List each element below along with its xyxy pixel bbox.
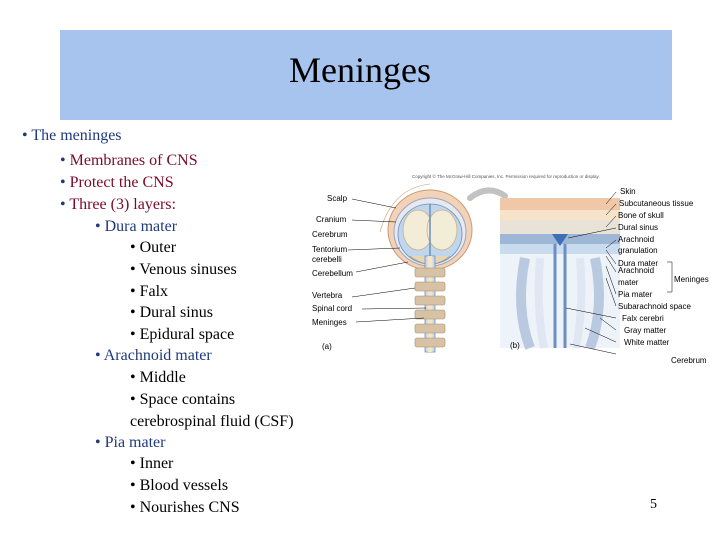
bullet-icon: • — [130, 283, 136, 300]
label-meninges: Meninges — [312, 318, 347, 327]
label-white-matter: White matter — [624, 338, 670, 347]
bullet-item: • Blood vessels — [130, 478, 228, 494]
bullet-icon: • — [130, 326, 136, 343]
bullet-icon: • — [95, 434, 101, 451]
bullet-text: Blood vessels — [139, 477, 229, 494]
bullet-text: Dural sinus — [139, 304, 213, 321]
bullet-item: • Nourishes CNS — [130, 500, 240, 516]
label-cerebrum-right: Cerebrum — [671, 356, 707, 365]
label-mater: mater — [618, 278, 639, 287]
bullet-item: • Dura mater — [95, 219, 177, 235]
copyright-notice: Copyright © The McGraw-Hill Companies, I… — [412, 174, 600, 179]
bullet-item: • Dural sinus — [130, 305, 213, 321]
slide-title: Meninges — [289, 50, 431, 90]
bullet-icon: • — [130, 261, 136, 278]
bullet-text: Space contains — [139, 391, 236, 408]
bullet-text: Pia mater — [104, 434, 166, 451]
bullet-item: • Epidural space — [130, 327, 234, 343]
bullet-item: • Pia mater — [95, 435, 165, 451]
bullet-text: Inner — [139, 455, 174, 472]
bullet-icon: • — [130, 499, 136, 516]
bullet-icon: • — [130, 304, 136, 321]
bullet-icon: • — [130, 391, 136, 408]
label-granulation: granulation — [618, 246, 658, 255]
bullet-icon: • — [130, 239, 136, 256]
label-cerebellum: Cerebellum — [312, 269, 353, 278]
label-subcutaneous-tissue: Subcutaneous tissue — [619, 199, 694, 208]
bullet-icon: • — [95, 218, 101, 235]
bullet-icon: • — [60, 152, 66, 169]
bullet-text: Arachnoid mater — [103, 347, 212, 364]
label-skin: Skin — [620, 187, 636, 196]
bullet-text: Protect the CNS — [69, 174, 174, 191]
bullet-item: • Falx — [130, 284, 168, 300]
bullet-item: • Three (3) layers: — [60, 197, 176, 213]
bullet-icon: • — [130, 369, 136, 386]
bullet-icon: • — [130, 477, 136, 494]
meninges-illustration — [347, 183, 673, 355]
title-banner — [60, 30, 672, 120]
bullet-text: Middle — [139, 369, 186, 386]
label-falx-cerebri: Falx cerebri — [622, 314, 664, 323]
bullet-icon: • — [60, 174, 66, 191]
label-arachnoid-mater: Arachnoid — [618, 266, 655, 275]
label-scalp: Scalp — [327, 194, 348, 203]
label-cerebelli: cerebelli — [312, 255, 342, 264]
zoom-arrow — [467, 187, 508, 201]
page-number: 5 — [650, 497, 657, 512]
bullet-icon: • — [60, 196, 66, 213]
right-leader-lines — [565, 191, 673, 355]
bullet-text: Dura mater — [104, 218, 178, 235]
label-dural-sinus: Dural sinus — [618, 223, 659, 232]
bullet-text: Membranes of CNS — [69, 152, 198, 169]
label-pia-mater: Pia mater — [618, 290, 653, 299]
left-leader-lines — [347, 198, 427, 323]
panel-b-label: (b) — [510, 341, 520, 350]
bullet-item: • Space contains — [130, 392, 235, 408]
bullet-item: • Outer — [130, 240, 176, 256]
bullet-text: Outer — [139, 239, 177, 256]
bullet-icon: • — [130, 455, 136, 472]
bullet-text: Venous sinuses — [139, 261, 237, 278]
bullet-item: • Arachnoid mater — [95, 348, 212, 364]
label-gray-matter: Gray matter — [624, 326, 667, 335]
label-vertebra: Vertebra — [312, 291, 343, 300]
label-bone-of-skull: Bone of skull — [618, 211, 664, 220]
bullet-item: • Membranes of CNS — [60, 153, 198, 169]
bullet-text: The meninges — [31, 127, 122, 144]
label-tentorium: Tentorium — [312, 245, 348, 254]
bullet-text: Epidural space — [139, 326, 235, 343]
meninges-detail-image — [500, 198, 620, 350]
meninges-figure: Copyright © The McGraw-Hill Companies, I… — [300, 168, 720, 378]
bullet-text: Nourishes CNS — [139, 499, 240, 516]
label-cranium: Cranium — [316, 215, 347, 224]
bullet-text: Three (3) layers: — [69, 196, 176, 213]
bullet-icon: • — [22, 127, 28, 144]
bullet-item: • Venous sinuses — [130, 262, 237, 278]
label-cerebrum: Cerebrum — [312, 230, 348, 239]
bullet-item: • The meninges — [22, 128, 122, 144]
label-meninges-brace: Meninges — [674, 275, 709, 284]
bullet-continuation: cerebrospinal fluid (CSF) — [130, 414, 294, 430]
bullet-item: • Inner — [130, 456, 173, 472]
bullet-text: cerebrospinal fluid (CSF) — [130, 413, 294, 430]
bullet-item: • Protect the CNS — [60, 175, 174, 191]
head-section-image — [379, 183, 473, 353]
label-dura-mater: Dura mater — [618, 259, 659, 268]
bullet-icon: • — [95, 347, 101, 364]
label-spinal-cord: Spinal cord — [312, 304, 353, 313]
panel-a-label: (a) — [322, 342, 332, 351]
bullet-item: • Middle — [130, 370, 186, 386]
label-subarachnoid-space: Subarachnoid space — [618, 302, 691, 311]
bullet-text: Falx — [139, 283, 169, 300]
label-arachnoid: Arachnoid — [618, 235, 655, 244]
